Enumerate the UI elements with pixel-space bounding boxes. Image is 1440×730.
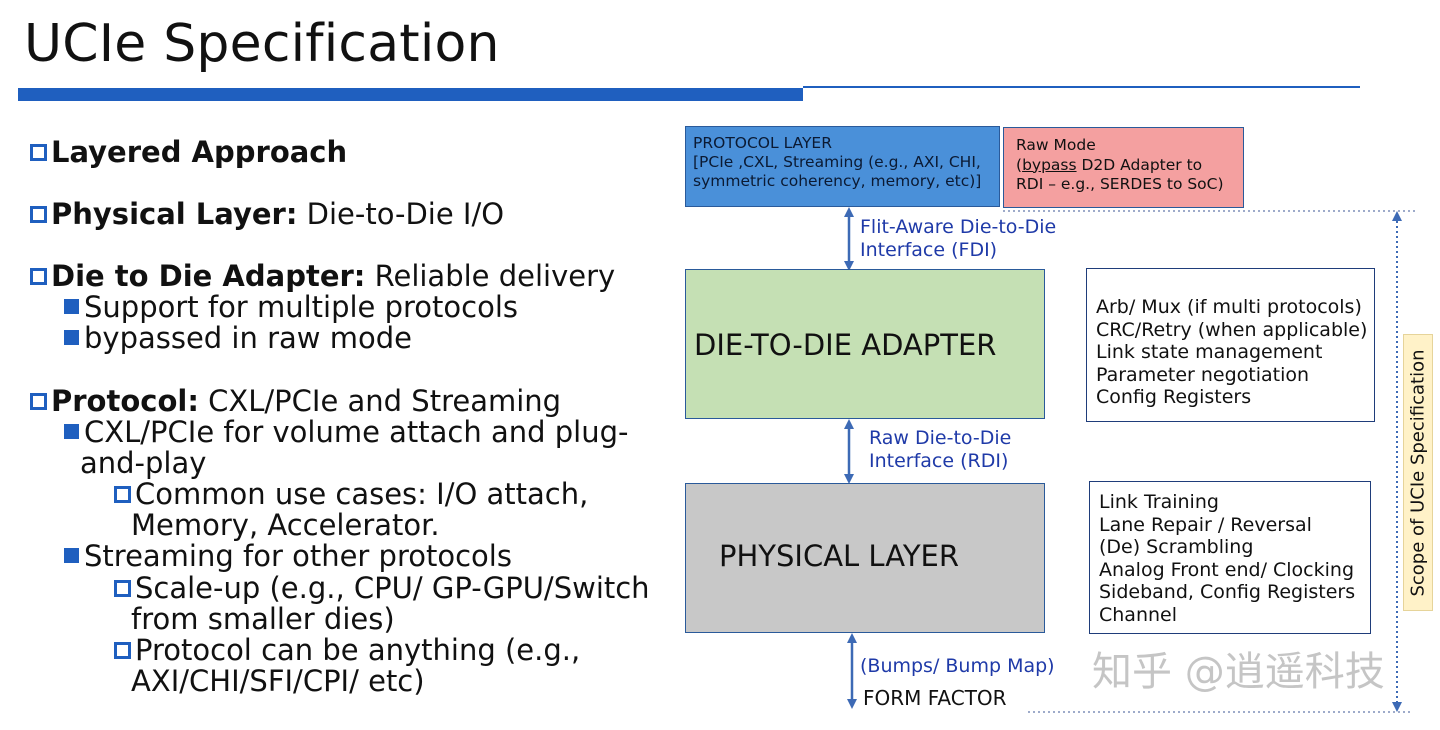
filled-square-bullet-icon <box>64 299 79 314</box>
raw-mode-text: Raw Mode (bypass D2D Adapter to RDI – e.… <box>1016 136 1224 195</box>
bullet-text: Support for multiple protocols <box>84 290 518 324</box>
hollow-square-bullet-icon <box>114 580 131 597</box>
raw-mode-line: RDI – e.g., SERDES to SoC) <box>1016 175 1224 193</box>
bullet-heading: Die to Die Adapter: <box>51 259 366 293</box>
bullet-physical-layer: Physical Layer: Die-to-Die I/O <box>30 198 504 230</box>
bullet-text: Common use cases: I/O attach, <box>135 477 589 511</box>
tertiary-bullet-protocol-anything-cont: AXI/CHI/SFI/CPI/ etc) <box>131 664 425 698</box>
bullet-text: CXL/PCIe for volume attach and plug- <box>84 415 629 449</box>
filled-square-bullet-icon <box>64 548 79 563</box>
physical-features-box: Link Training Lane Repair / Reversal (De… <box>1089 481 1371 634</box>
tertiary-bullet-scale-up-cont: from smaller dies) <box>131 602 395 636</box>
protocol-layer-box: PROTOCOL LAYER [PCIe ,CXL, Streaming (e.… <box>685 126 1000 207</box>
rdi-label-line: Raw Die-to-Die <box>869 427 1012 449</box>
filled-square-bullet-icon <box>64 424 79 439</box>
rdi-label-line: Interface (RDI) <box>869 450 1009 472</box>
bullet-text: bypassed in raw mode <box>84 321 412 355</box>
title-underline-thin <box>803 86 1360 88</box>
bullet-text: Die-to-Die I/O <box>297 197 505 231</box>
scope-banner: Scope of UCIe Specification <box>1403 334 1433 611</box>
bullet-text: CXL/PCIe and Streaming <box>198 384 562 418</box>
bullet-text: Scale-up (e.g., CPU/ GP-GPU/Switch <box>135 571 650 605</box>
physical-feature: Channel <box>1099 603 1178 626</box>
tertiary-bullet-scale-up: Scale-up (e.g., CPU/ GP-GPU/Switch <box>114 572 650 604</box>
bumps-label: (Bumps/ Bump Map) <box>860 655 1055 677</box>
bullet-die-to-die-adapter: Die to Die Adapter: Reliable delivery <box>30 260 615 292</box>
physical-feature: Link Training <box>1099 491 1219 513</box>
raw-mode-bypass: bypass <box>1022 155 1077 174</box>
adapter-feature: Config Registers <box>1096 386 1252 409</box>
sub-bullet-multiple-protocols: Support for multiple protocols <box>64 291 518 323</box>
die-to-die-adapter-box: DIE-TO-DIE ADAPTER <box>685 269 1045 419</box>
slide-title: UCIe Specification <box>24 14 500 74</box>
adapter-feature: Link state management <box>1096 341 1323 364</box>
hollow-square-bullet-icon <box>30 393 47 410</box>
protocol-layer-text: PROTOCOL LAYER [PCIe ,CXL, Streaming (e.… <box>693 134 981 191</box>
sub-bullet-cxl-pcie-cont: and-play <box>80 446 207 480</box>
bullet-text: Reliable delivery <box>365 259 616 293</box>
sub-bullet-streaming: Streaming for other protocols <box>64 540 512 572</box>
raw-mode-line-rest: D2D Adapter to <box>1076 155 1203 174</box>
sub-bullet-raw-mode: bypassed in raw mode <box>64 322 412 354</box>
raw-mode-line: (bypass D2D Adapter to <box>1016 156 1224 176</box>
bullet-text: Streaming for other protocols <box>84 539 512 573</box>
physical-feature: Lane Repair / Reversal <box>1099 513 1312 536</box>
title-underline-thick <box>18 88 803 101</box>
physical-feature: Sideband, Config Registers <box>1099 581 1356 604</box>
tertiary-bullet-use-cases-cont: Memory, Accelerator. <box>131 508 440 542</box>
filled-square-bullet-icon <box>64 330 79 345</box>
bullet-heading: Physical Layer: <box>51 197 298 231</box>
hollow-square-bullet-icon <box>114 642 131 659</box>
adapter-label: DIE-TO-DIE ADAPTER <box>694 328 997 362</box>
protocol-layer-line: symmetric coherency, memory, etc)] <box>693 172 982 190</box>
hollow-square-bullet-icon <box>30 268 47 285</box>
physical-feature: Analog Front end/ Clocking <box>1099 558 1355 581</box>
physical-feature: (De) Scrambling <box>1099 536 1254 559</box>
physical-layer-label: PHYSICAL LAYER <box>719 539 960 573</box>
raw-mode-paren: ( <box>1016 155 1023 174</box>
hollow-square-bullet-icon <box>30 206 47 223</box>
rdi-label: Raw Die-to-Die Interface (RDI) <box>869 427 1011 473</box>
raw-mode-box: Raw Mode (bypass D2D Adapter to RDI – e.… <box>1003 127 1244 208</box>
fdi-label-line: Interface (FDI) <box>860 239 998 261</box>
fdi-label-line: Flit-Aware Die-to-Die <box>860 216 1057 238</box>
hollow-square-bullet-icon <box>114 486 131 503</box>
protocol-layer-title: PROTOCOL LAYER <box>693 134 832 152</box>
bullet-heading: Layered Approach <box>51 135 348 169</box>
raw-mode-title: Raw Mode <box>1016 136 1096 154</box>
tertiary-bullet-use-cases: Common use cases: I/O attach, <box>114 478 588 510</box>
tertiary-bullet-protocol-anything: Protocol can be anything (e.g., <box>114 634 580 666</box>
bullet-layered-approach: Layered Approach <box>30 136 347 168</box>
protocol-layer-line: [PCIe ,CXL, Streaming (e.g., AXI, CHI, <box>693 153 981 171</box>
watermark: 知乎 @逍遥科技 <box>1092 649 1385 695</box>
adapter-feature: CRC/Retry (when applicable) <box>1096 318 1368 341</box>
bullet-protocol: Protocol: CXL/PCIe and Streaming <box>30 385 561 417</box>
bullet-text: Protocol can be anything (e.g., <box>135 633 581 667</box>
adapter-features-box: Arb/ Mux (if multi protocols) CRC/Retry … <box>1086 268 1375 422</box>
form-factor-label: FORM FACTOR <box>863 686 1007 710</box>
bullet-heading: Protocol: <box>51 384 199 418</box>
physical-layer-box: PHYSICAL LAYER <box>685 483 1045 633</box>
adapter-feature: Parameter negotiation <box>1096 363 1310 386</box>
hollow-square-bullet-icon <box>30 144 47 161</box>
sub-bullet-cxl-pcie: CXL/PCIe for volume attach and plug- <box>64 416 628 448</box>
scope-label: Scope of UCIe Specification <box>1407 348 1429 597</box>
adapter-feature: Arb/ Mux (if multi protocols) <box>1096 296 1362 318</box>
fdi-label: Flit-Aware Die-to-Die Interface (FDI) <box>860 216 1056 262</box>
